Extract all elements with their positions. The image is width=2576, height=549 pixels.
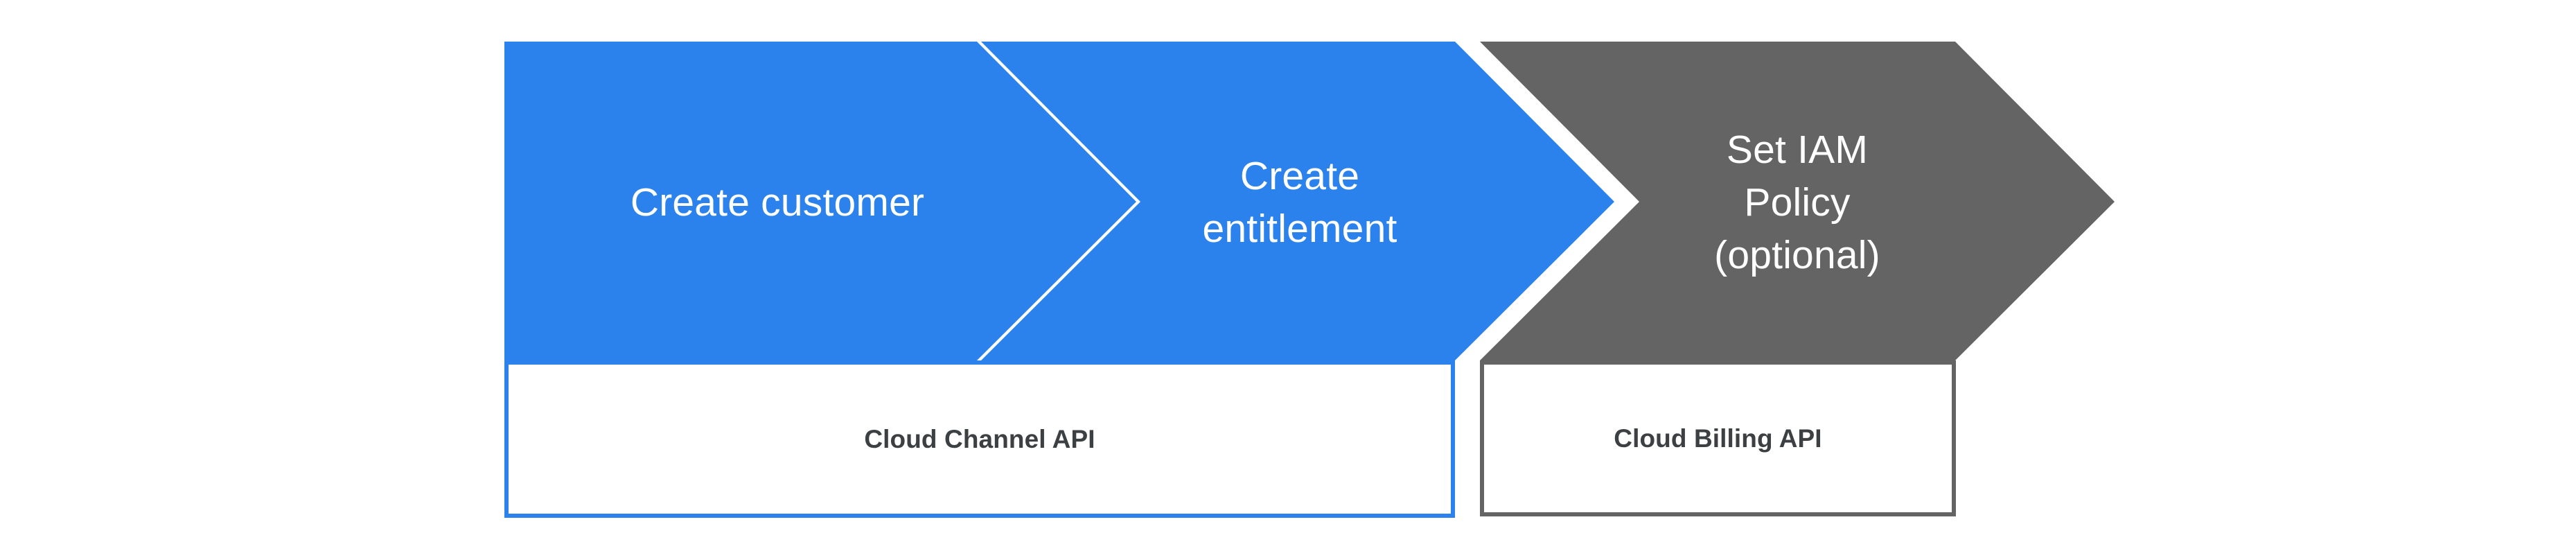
chevron-step-1-shape[interactable]	[504, 42, 1136, 360]
api-group-cloud-billing[interactable]: Cloud Billing API	[1480, 360, 1956, 516]
api-group-cloud-billing-label: Cloud Billing API	[1614, 424, 1822, 453]
chevron-step-3-shape[interactable]	[1480, 42, 2115, 360]
chevron-step-2-shape[interactable]	[981, 42, 1614, 360]
api-group-cloud-channel[interactable]: Cloud Channel API	[504, 360, 1455, 518]
api-group-cloud-channel-label: Cloud Channel API	[864, 424, 1095, 453]
